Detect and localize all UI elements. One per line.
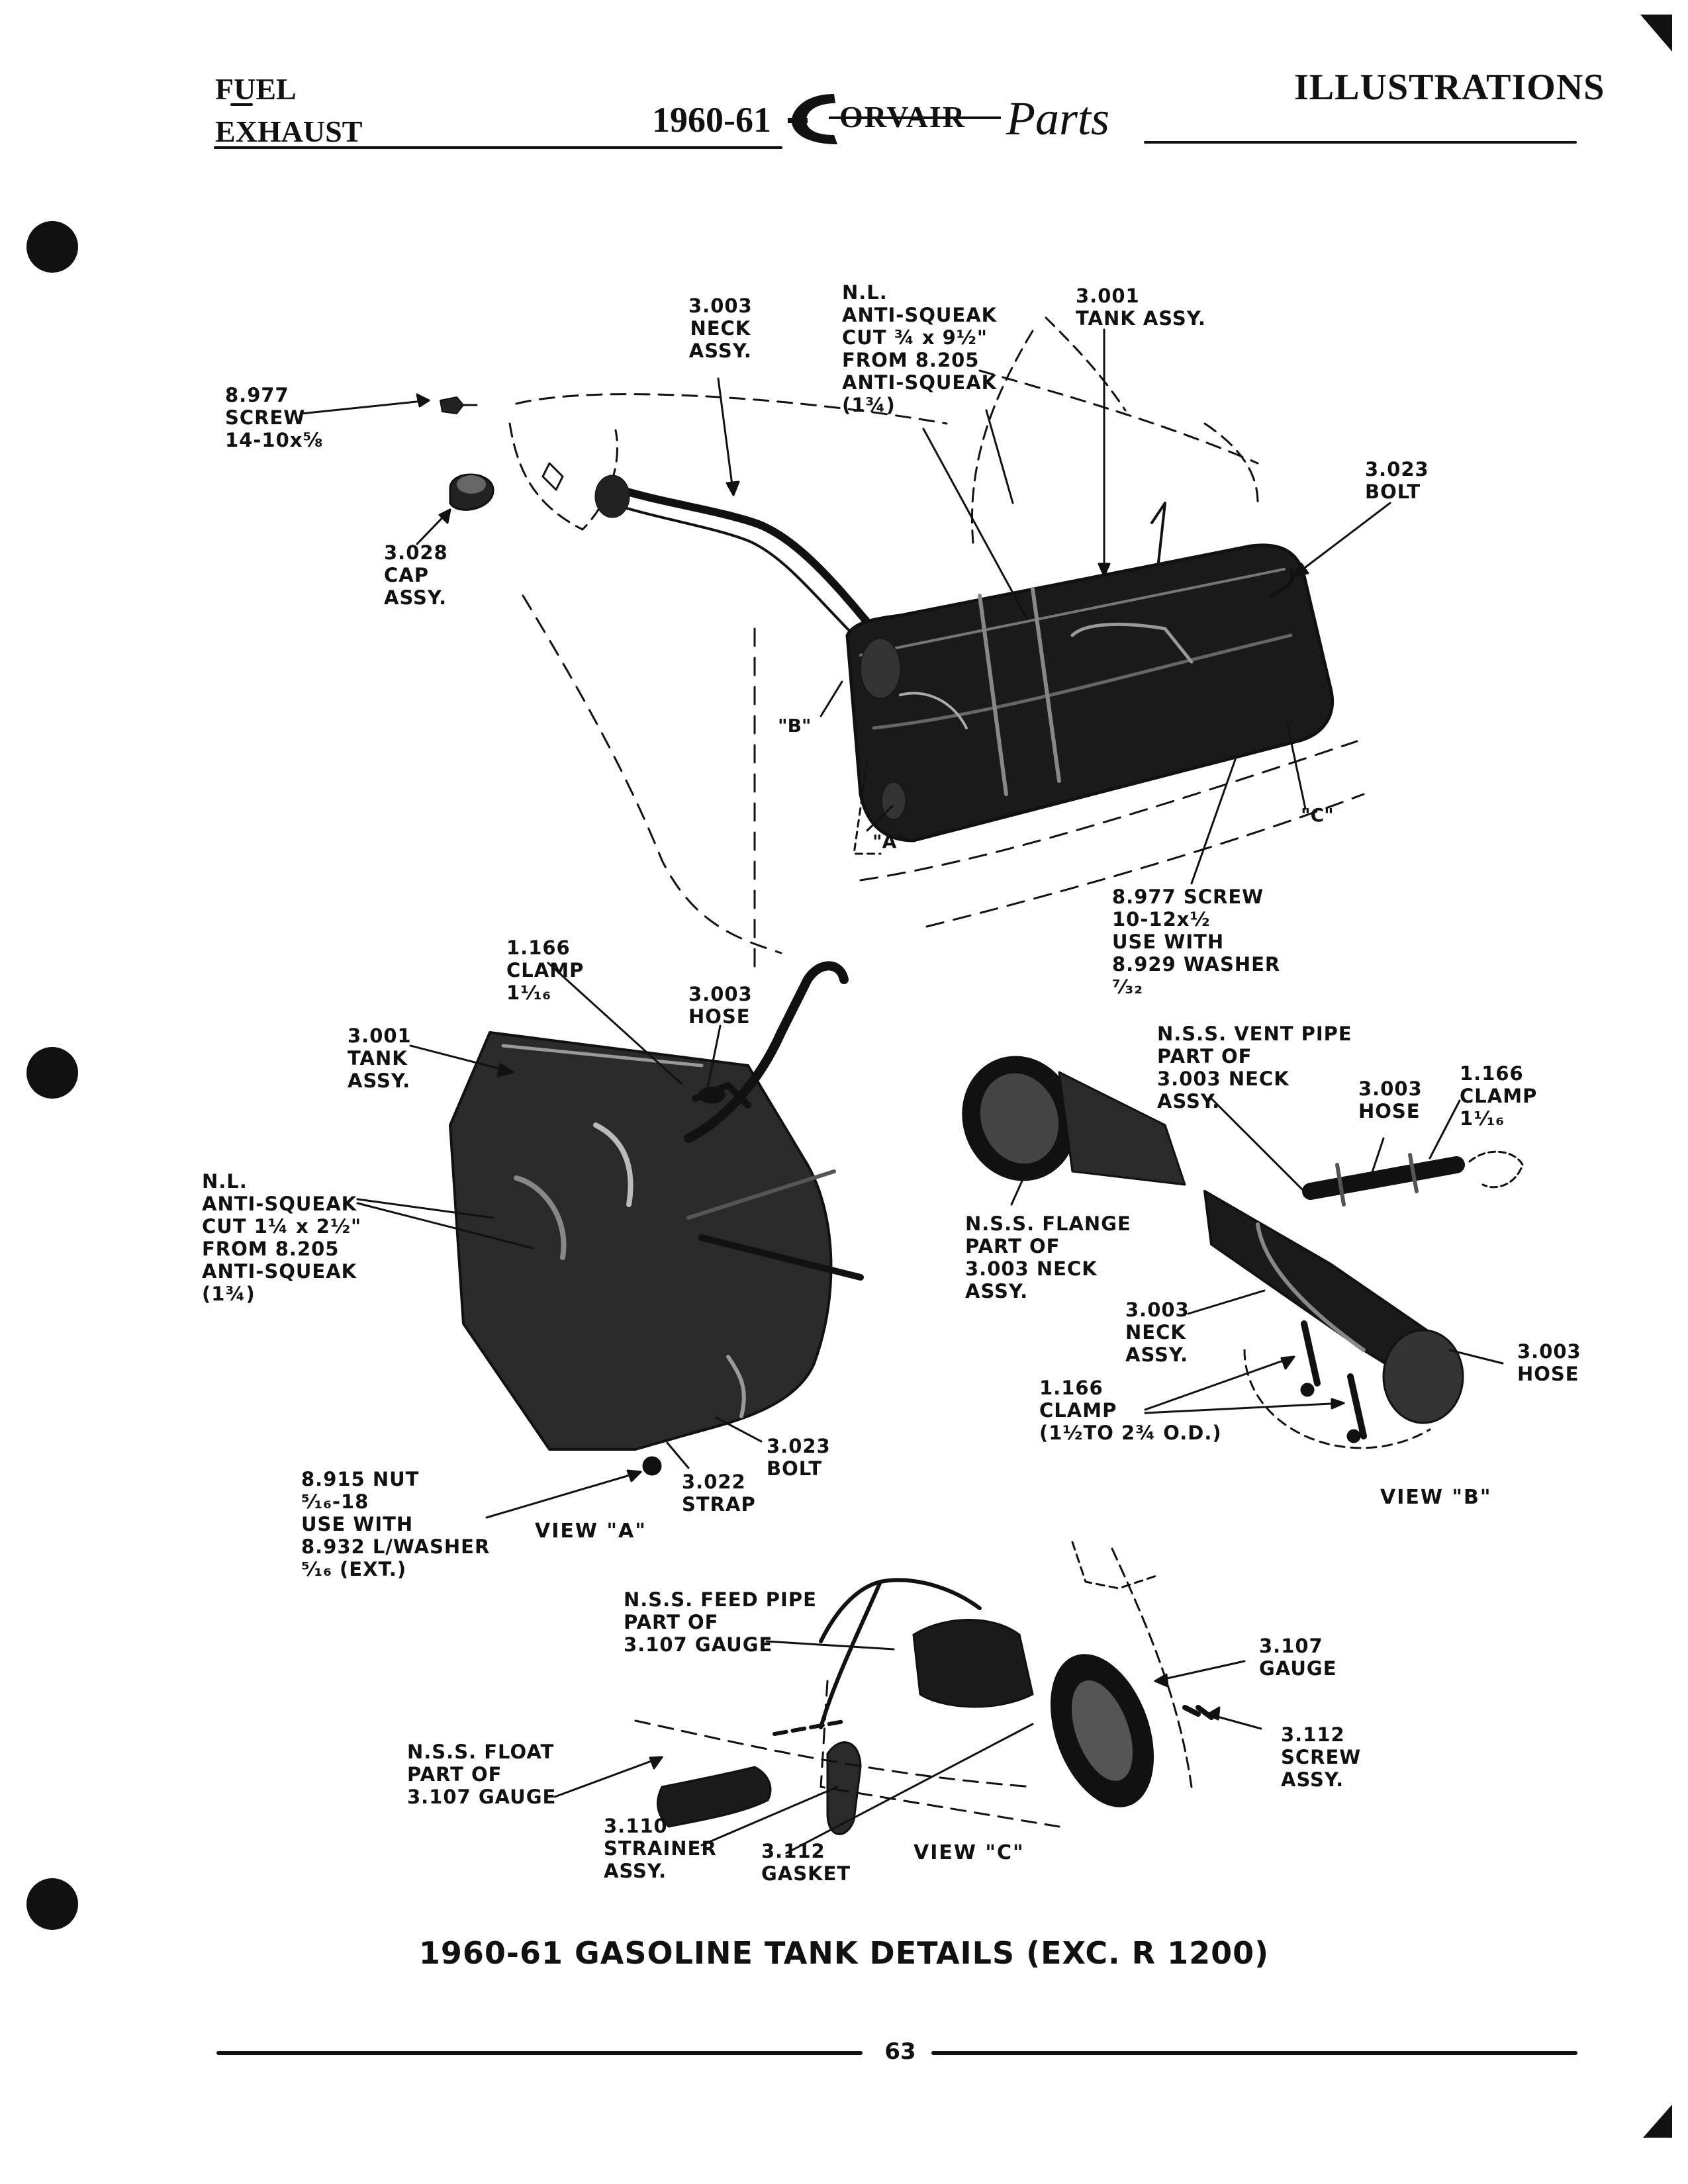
figure-caption: 1960-61 GASOLINE TANK DETAILS (EXC. R 12… — [418, 1935, 1270, 1971]
header-section-exhaust: EXHAUST — [215, 114, 363, 148]
view-b-drawing — [962, 1056, 1524, 1449]
callout-a: "A" — [872, 831, 906, 852]
view-c-drawing — [634, 1541, 1214, 1835]
logo-script: Parts — [1006, 92, 1110, 145]
corner-mark-top-right — [1640, 15, 1672, 52]
view-b-leaders — [1010, 1097, 1504, 1414]
logo-word: ORVAIR — [839, 100, 966, 134]
corner-mark-bottom-right — [1643, 2105, 1672, 2138]
main-leader-lines — [300, 328, 1391, 885]
view-b-title: VIEW "B" — [1380, 1486, 1492, 1509]
view-c-title: VIEW "C" — [914, 1841, 1025, 1864]
view-c-leaders — [553, 1640, 1262, 1854]
view-a-drawing — [449, 961, 864, 1476]
binder-hole-middle — [26, 1047, 78, 1099]
main-tank-drawing — [440, 316, 1365, 968]
corvair-logo: ORVAIR Parts — [788, 86, 1158, 152]
view-a-leaders — [356, 962, 763, 1519]
view-a-title: VIEW "A" — [535, 1520, 647, 1543]
callout-c: "C" — [1301, 804, 1334, 826]
header-section-fuel: FUEL — [215, 72, 297, 106]
header-title: ILLUSTRATIONS — [1294, 67, 1605, 108]
callout-b: "B" — [778, 715, 812, 737]
page-number: 63 — [884, 2038, 916, 2065]
binder-hole-bottom — [26, 1878, 78, 1930]
corvair-c-mark — [788, 94, 1001, 144]
binder-hole-top — [26, 221, 78, 273]
header-year: 1960-61 — [652, 100, 771, 140]
